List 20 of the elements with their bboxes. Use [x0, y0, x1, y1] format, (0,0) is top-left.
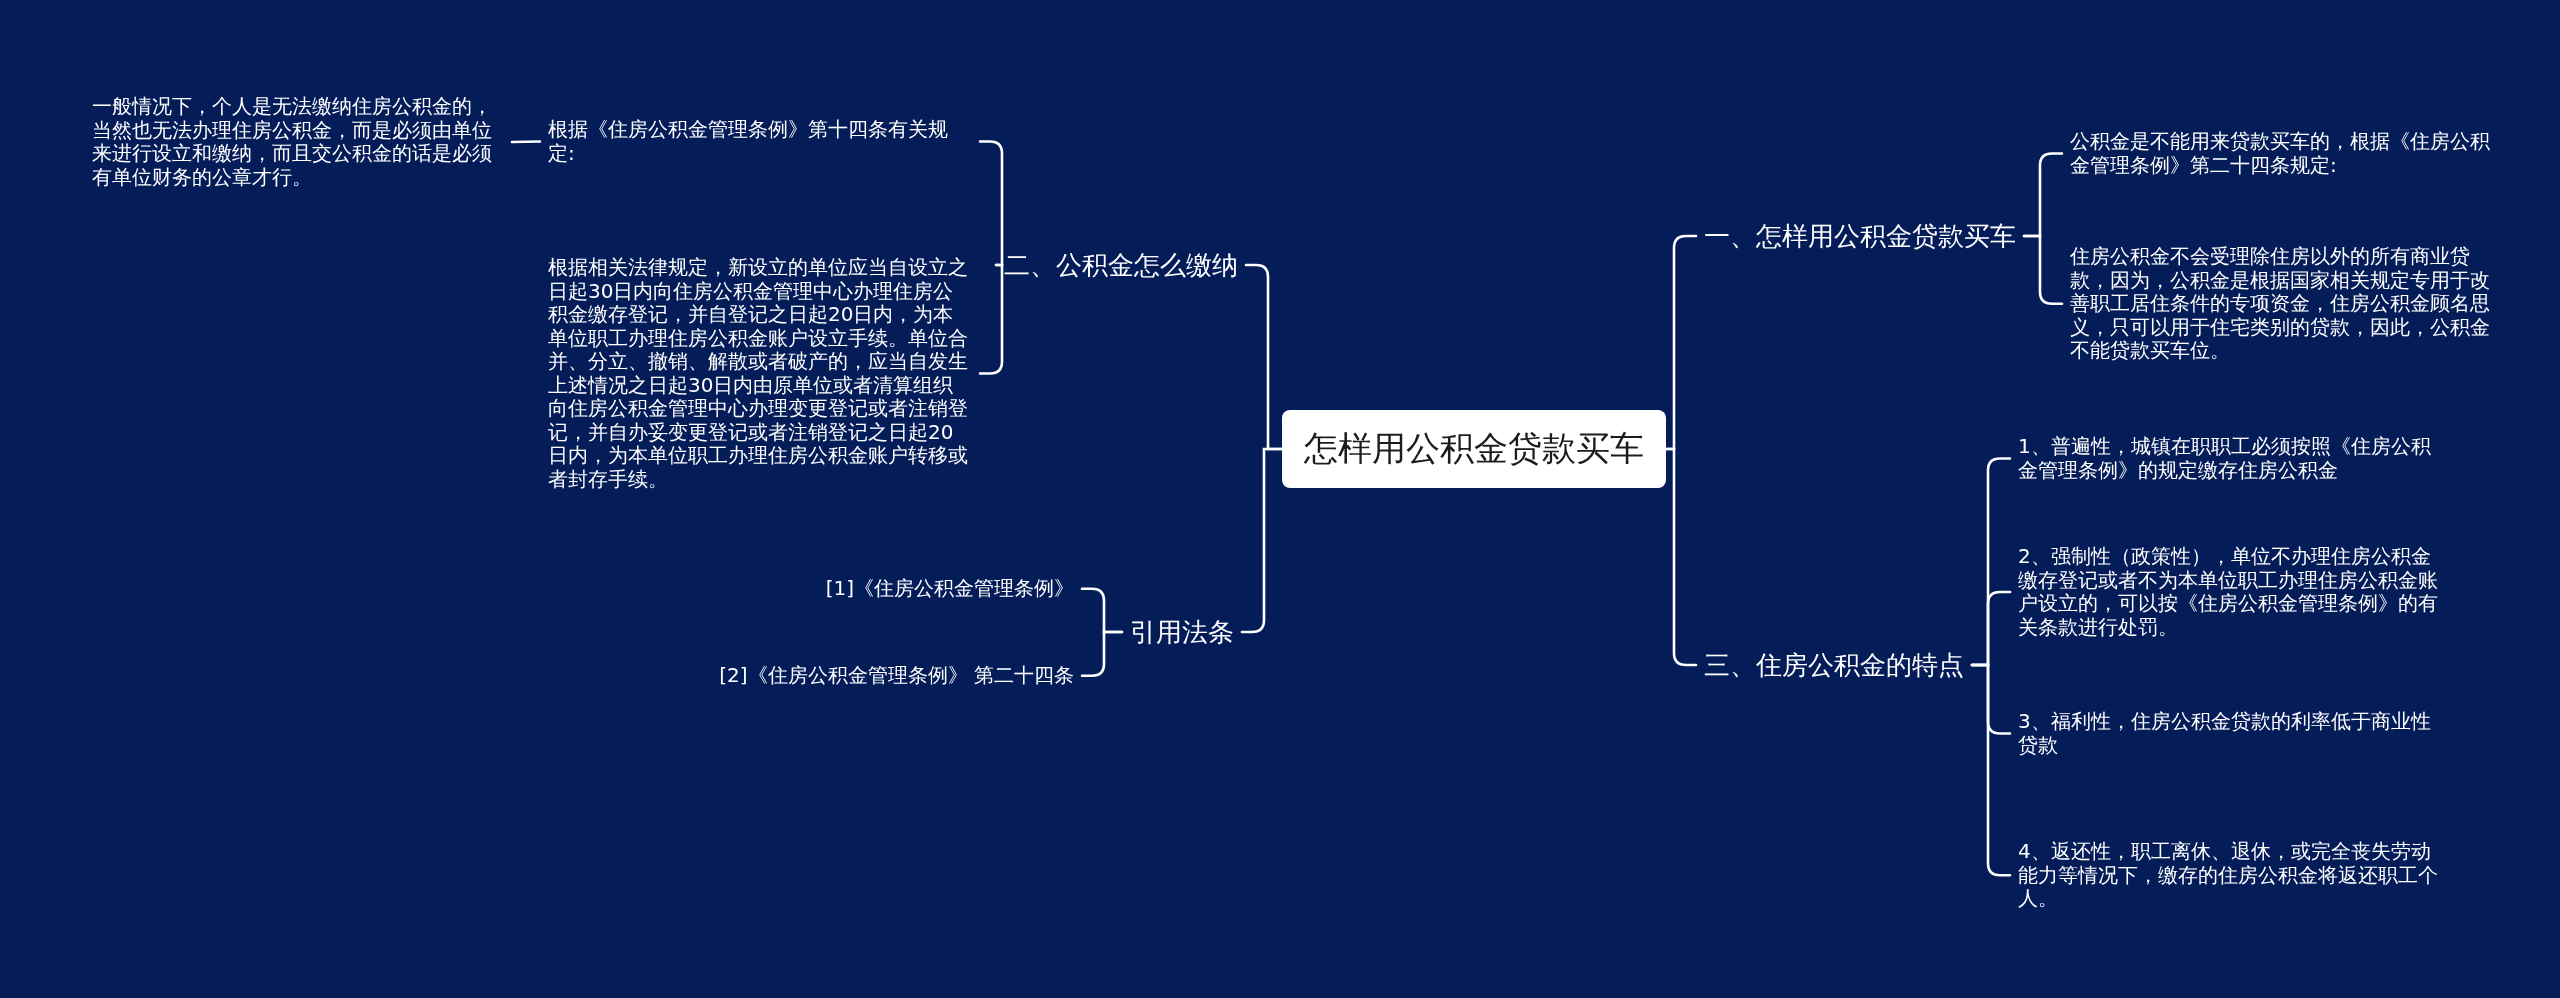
note-text: 公积金是不能用来贷款买车的，根据《住房公积金管理条例》第二十四条规定:: [2070, 129, 2490, 177]
connector-line: [1240, 447, 1284, 634]
branch-label: 三、住房公积金的特点: [1704, 650, 1964, 680]
connector-line: [1080, 630, 1124, 678]
topic-label: 怎样用公积金贷款买车: [1304, 427, 1644, 470]
note-text: 2、强制性（政策性），单位不办理住房公积金缴存登记或者不为本单位职工办理住房公积金账户设立的，可以按《住房公积金管理条例》的有关条款进行处罚。: [2018, 544, 2438, 639]
note-text: 根据《住房公积金管理条例》第十四条有关规定:: [548, 117, 948, 165]
note-text: [2]《住房公积金管理条例》 第二十四条: [719, 663, 1074, 687]
note-text: 住房公积金不会受理除住房以外的所有商业贷款，因为，公积金是根据国家相关规定专用于改善职工居住条件的专项资金，住房公积金顾名思义，只可以用于住宅类别的贷款，因此，公积金不能贷款买车位。: [2070, 244, 2490, 362]
note-text: 1、普遍性，城镇在职职工必须按照《住房公积金管理条例》的规定缴存住房公积金: [2018, 434, 2431, 482]
note-text: 根据相关法律规定，新设立的单位应当自设立之日起30日内向住房公积金管理中心办理住房公积金缴存登记，并自登记之日起20日内，为本单位职工办理住房公积金账户设立手续。单位合并、分立、撤销、解散或者破产的，应当自发生上述情况之日起30日内由原单位或者清算组织向住房公积金管理中心办理变更登记或者注销登记，并自办妥变更登记或者注销登记之日起20日内，为本单位职工办理住房公积金账户转移或者封存手续。: [548, 255, 968, 491]
branch-label: 引用法条: [1130, 617, 1234, 647]
branch-label: 一、怎样用公积金贷款买车: [1704, 221, 2016, 251]
note-text: [1]《住房公积金管理条例》: [825, 576, 1074, 600]
note-text: 4、返还性，职工离休、退休，或完全丧失劳动能力等情况下，缴存的住房公积金将返还职工个人。: [2018, 839, 2438, 910]
note-text: 一般情况下，个人是无法缴纳住房公积金的，当然也无法办理住房公积金，而是必须由单位来进行设立和缴纳，而且交公积金的话是必须有单位财务的公章才行。: [92, 94, 492, 189]
connector-line: [510, 140, 542, 144]
connector-line: [1664, 447, 1698, 667]
note-text: 3、福利性，住房公积金贷款的利率低于商业性贷款: [2018, 709, 2431, 757]
branch-label: 二、公积金怎么缴纳: [1004, 250, 1238, 280]
